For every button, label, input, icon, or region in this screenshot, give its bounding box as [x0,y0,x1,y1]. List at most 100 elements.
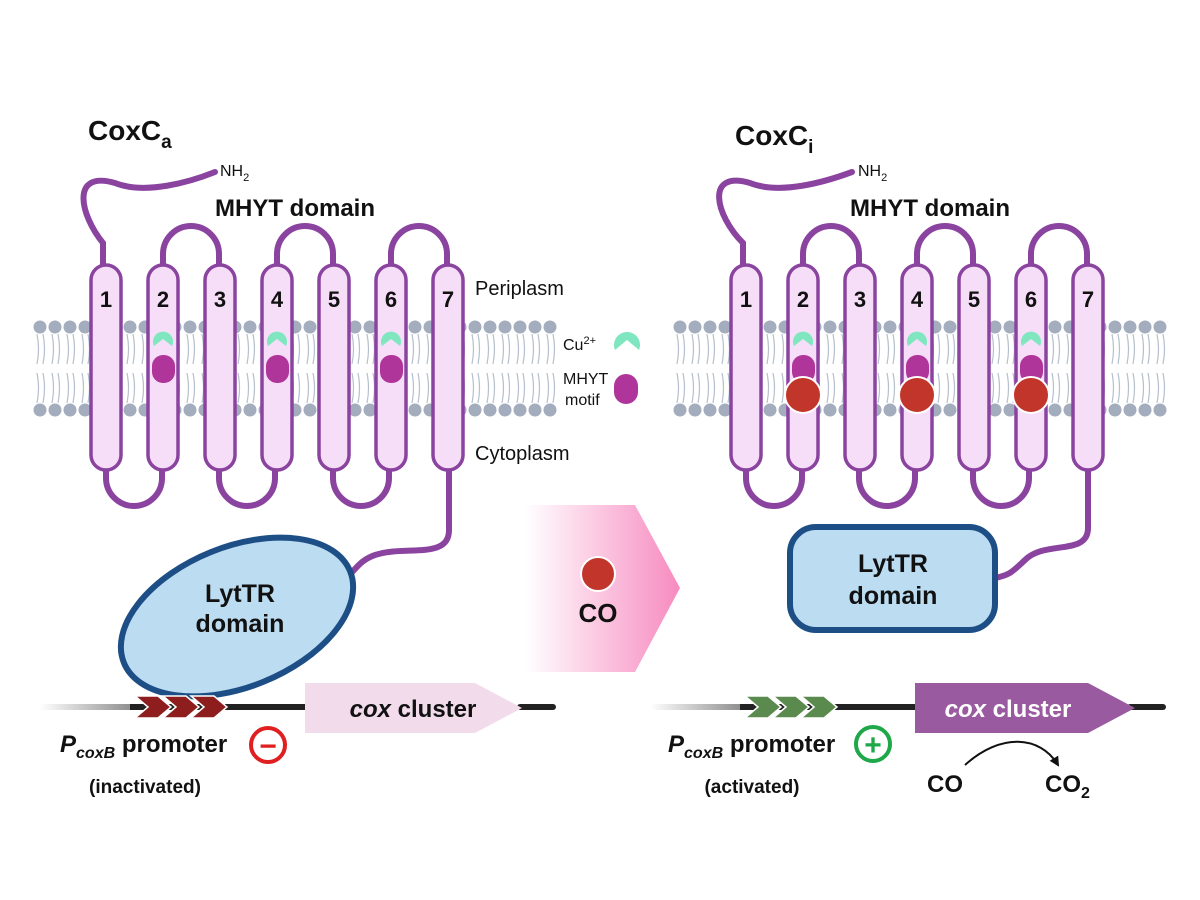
right-cox-gene-arrow [915,683,1135,733]
lipid-tail [1126,372,1130,404]
lipid-tail [186,372,190,404]
lipid-head [243,403,257,417]
lipid-tail [892,333,896,365]
left-cox-gene-arrow [305,683,522,733]
lipid-head [63,320,77,334]
lipid-tail [306,333,310,365]
left-gene-label: cox cluster [350,696,477,723]
lipid-head [1123,403,1137,417]
lipid-head [1153,320,1167,334]
lipid-tail [246,372,250,404]
lipid-tail [772,333,776,365]
lipid-tail [51,372,55,404]
left-loop-1-2 [103,462,165,509]
right-bound-co-icon-2 [784,376,822,414]
lipid-head [243,320,257,334]
right-promoter-arrows [742,695,839,719]
right-helix-1 [729,263,763,472]
lipid-tail [952,333,956,365]
lipid-tail [132,333,136,365]
lipid-head [78,320,92,334]
lipid-tail [832,372,836,404]
left-protein-title: CoxCa [88,115,172,153]
lipid-tail [706,333,710,365]
lipid-tail [877,333,881,365]
left-copper-icon-2 [153,331,174,346]
lipid-head [763,403,777,417]
lipid-tail [306,372,310,404]
left-lyttr-label-line1: LytTR [205,580,275,608]
minus-regulation-sign: − [259,730,277,763]
lipid-head [1138,403,1152,417]
right-motif-icon-6 [1020,355,1043,383]
lipid-head [303,320,317,334]
lipid-tail [297,333,301,365]
right-gene-label: cox cluster [945,696,1072,723]
lipid-tail [1117,372,1121,404]
left-helix-number-4: 4 [271,287,284,312]
lipid-tail [691,372,695,404]
lipid-tail [36,333,40,365]
left-helix-1 [89,263,123,472]
lipid-tail [676,333,680,365]
legend: Cu2+ MHYT motif [563,332,640,409]
lipid-tail [126,372,130,404]
right-protein-title: CoxCi [735,120,813,158]
lipid-head [688,320,702,334]
right-loop-6-7 [1028,223,1090,271]
lipid-head [348,403,362,417]
lipid-head [1153,403,1167,417]
lipid-tail [546,372,550,404]
co-label: CO [579,598,618,628]
lipid-tail [501,372,505,404]
lipid-tail [42,333,46,365]
lipid-tail [697,333,701,365]
lipid-tail [712,372,716,404]
lipid-tail [501,333,505,365]
lipid-tail [357,333,361,365]
lipid-head [408,320,422,334]
right-promoter-chevron-2 [770,695,811,719]
lipid-tail [1147,372,1151,404]
left-helix-number-5: 5 [328,287,340,312]
plus-regulation-icon: + [854,725,892,763]
lipid-head [123,320,137,334]
left-lyttr-label-line2: domain [196,610,285,638]
lipid-head [498,403,512,417]
lipid-tail [51,333,55,365]
left-n-terminus-label: NH2 [220,163,249,184]
lipid-tail [991,333,995,365]
lipid-tail [682,333,686,365]
legend-copper-icon [614,332,640,350]
lipid-head [703,403,717,417]
left-copper-icon-6 [381,331,401,346]
lipid-head [363,320,377,334]
right-loop-3-4 [856,462,918,509]
lipid-head [483,403,497,417]
lipid-tail [1156,333,1160,365]
left-promoter-arrows [132,695,229,719]
lipid-tail [531,333,535,365]
left-lyttr-domain [117,534,357,700]
lipid-tail [531,372,535,404]
left-motif-icon-6 [380,355,403,383]
left-helix-number-7: 7 [442,287,454,312]
co-transition-arrow: CO [525,505,680,672]
lipid-tail [1117,333,1121,365]
right-lyttr-label-line2: domain [849,582,938,610]
lipid-tail [937,333,941,365]
right-promoter-chevron-1 [742,695,783,719]
left-loop-4-5 [274,223,336,271]
lipid-tail [126,333,130,365]
lipid-tail [312,333,316,365]
lipid-tail [417,333,421,365]
lipid-tail [997,372,1001,404]
lipid-head [543,403,557,417]
plus-regulation-sign: + [864,729,882,762]
lipid-tail [81,372,85,404]
right-bound-co-icon-4 [898,376,936,414]
lipid-tail [1132,372,1136,404]
lipid-head [1048,320,1062,334]
lipid-tail [1141,333,1145,365]
